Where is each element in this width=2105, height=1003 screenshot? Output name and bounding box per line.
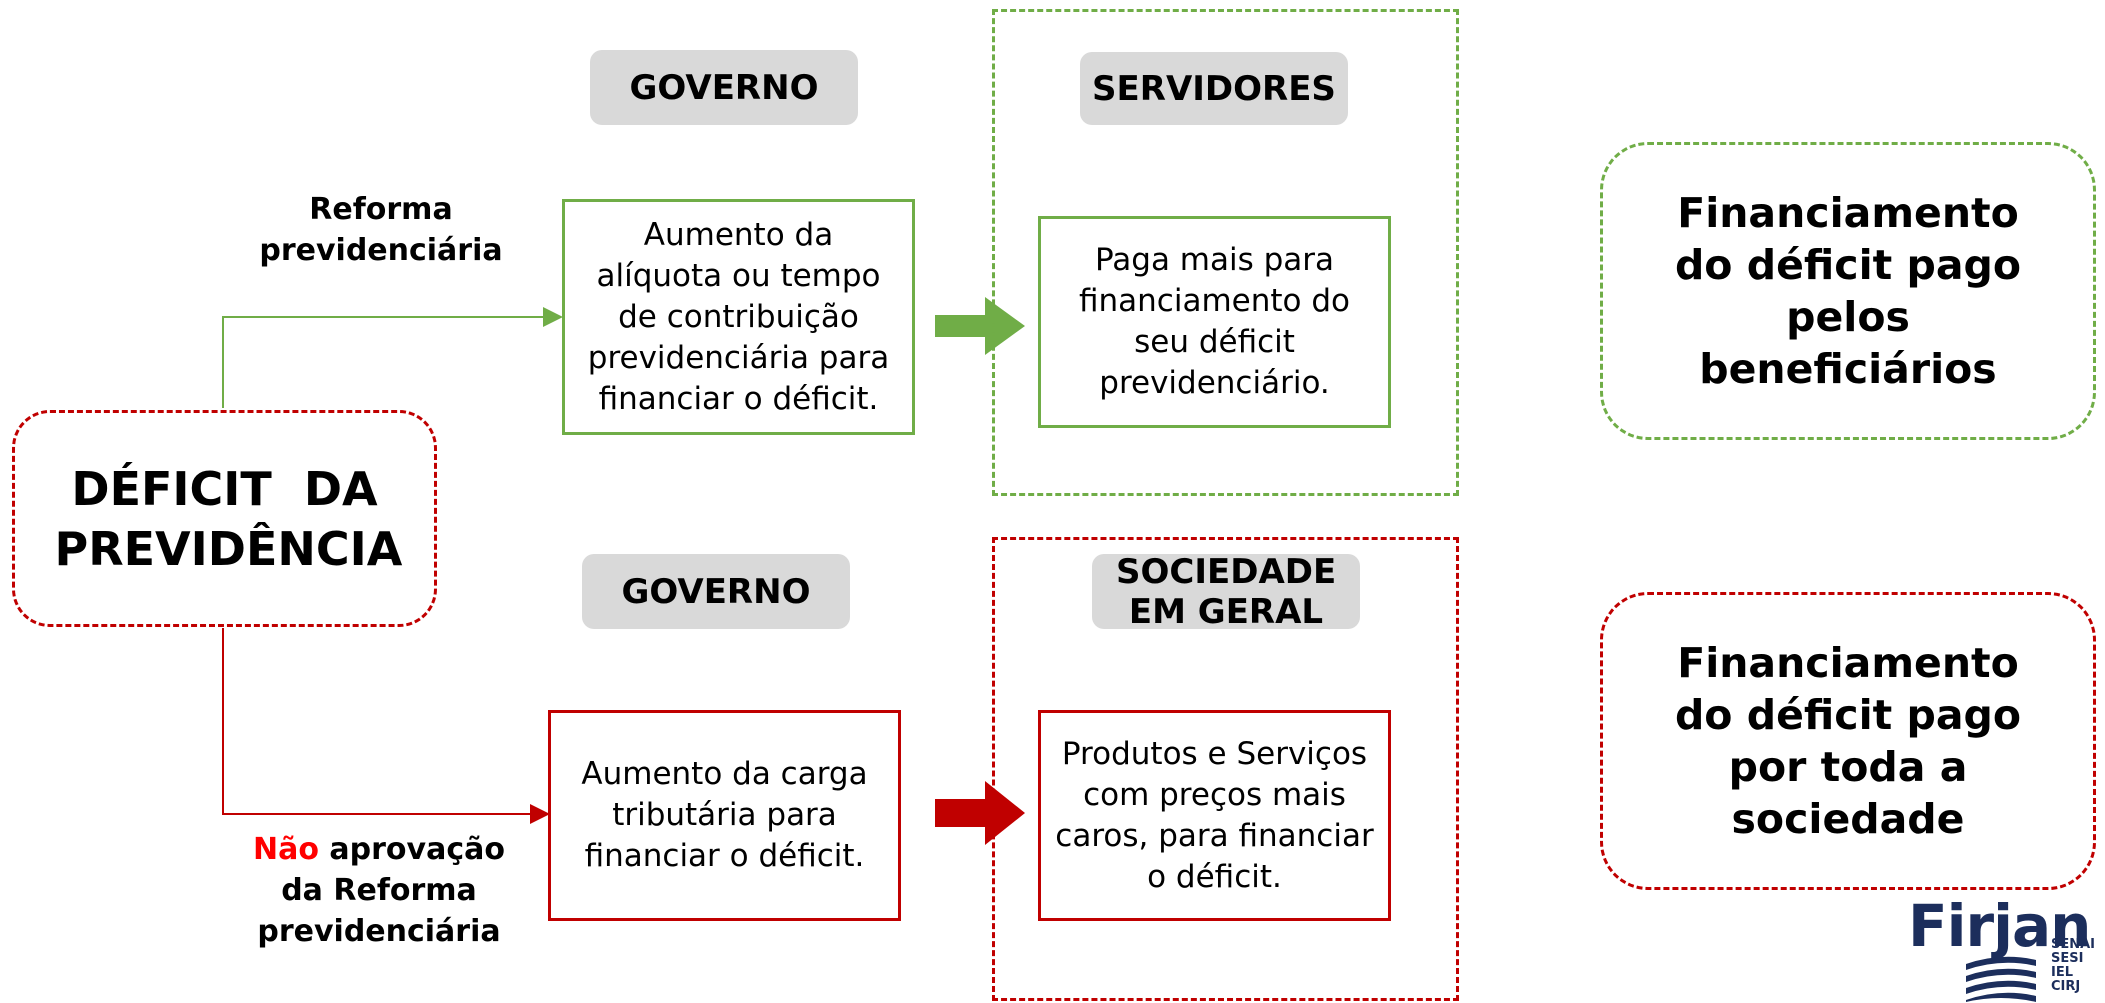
bottom-action-box: Aumento da carga tributária para financi… (548, 710, 901, 921)
bottom-connector (222, 628, 550, 824)
top-condition-label: Reforma previdenciária (259, 192, 503, 268)
top-payer-box: Paga mais para financiamento do seu défi… (1038, 216, 1391, 428)
bottom-condition-prefix: Não (253, 831, 319, 867)
bottom-payer-badge: SOCIEDADE EM GERAL (1092, 552, 1360, 632)
deficit-label: DÉFICIT DA PREVIDÊNCIA (54, 461, 403, 576)
deficit-box: DÉFICIT DA PREVIDÊNCIA (12, 410, 437, 627)
logo-waves-icon (1966, 956, 2036, 1002)
top-action-box: Aumento da alíquota ou tempo de contribu… (562, 199, 915, 435)
top-outcome-box: Financiamento do déficit pago pelos bene… (1600, 142, 2096, 440)
logo-sub-brands: SENAI SESI IEL CIRJ (2051, 937, 2096, 994)
top-payer-group (992, 9, 1459, 496)
bottom-condition-rest: aprovação da Reforma previdenciária (257, 831, 505, 949)
bottom-block-arrow (935, 781, 1025, 845)
top-payer-badge: SERVIDORES (1080, 52, 1348, 125)
top-actor-badge: GOVERNO (590, 50, 858, 125)
bottom-outcome-box: Financiamento do déficit pago por toda a… (1600, 592, 2096, 890)
top-block-arrow (935, 297, 1025, 355)
logo-wordmark: Firjan (1908, 892, 2091, 960)
bottom-condition-label: Não aprovação da Reforma previdenciária (228, 828, 530, 952)
firjan-logo: Firjan SENAI SESI IEL CIRJ (1908, 892, 2098, 1002)
bottom-payer-group (992, 537, 1459, 1001)
bottom-actor-badge: GOVERNO (582, 554, 850, 629)
top-connector (222, 307, 563, 408)
bottom-payer-box: Produtos e Serviços com preços mais caro… (1038, 710, 1391, 921)
